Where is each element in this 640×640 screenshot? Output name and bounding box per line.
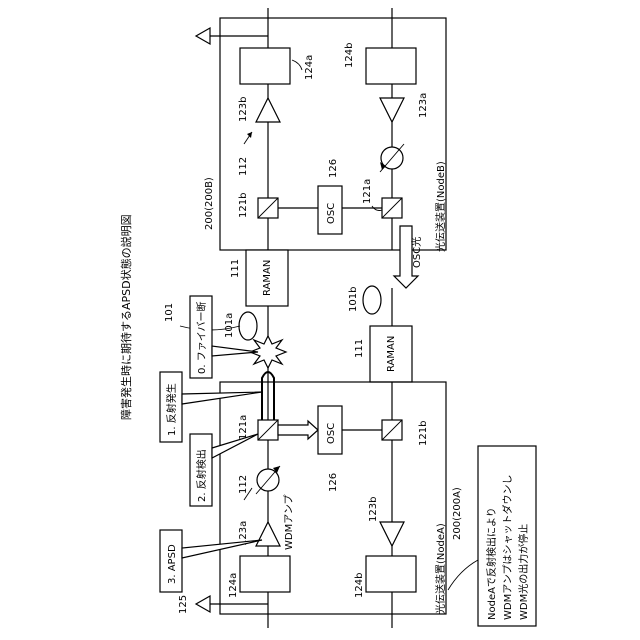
note-line-2: WDMアンプはシャットダウンし <box>501 474 514 620</box>
node-a-box-right-label: 124b <box>354 573 365 598</box>
node-b-amp-123a <box>380 98 404 122</box>
node-a-box-124a <box>240 556 290 592</box>
node-a-amp-right-label: 123b <box>368 497 379 522</box>
node-a-wdm-amp-label: WDMアンプ <box>283 494 295 550</box>
raman-bottom-label: RAMAN <box>386 336 397 372</box>
node-a-id: 200(200A) <box>452 487 463 540</box>
fiber-101a <box>239 312 257 340</box>
node-b-box-124a <box>240 48 290 84</box>
node-a-coupler-right-label: 121b <box>418 421 429 446</box>
node-b-coupler-right-label: 121a <box>362 179 373 204</box>
node-a-amp-123b <box>380 522 404 546</box>
node-b-osc-label: OSC <box>326 203 337 224</box>
node-a-coupler-left-label: 121a <box>238 415 249 440</box>
node-a-box-124b <box>366 556 416 592</box>
step-3-label: 3. APSD <box>167 544 178 584</box>
node-b-antenna <box>196 28 210 44</box>
step-2-label: 2. 反射検出 <box>195 449 208 502</box>
fiber-ref: 101 <box>164 303 175 322</box>
node-a: 121a 121b OSC 126 112 123a 123b WDMアンプ 1… <box>178 370 463 628</box>
node-b: 124a 124b 123b 123a 112 121b 121a OSC 12… <box>196 8 447 288</box>
note-line-1: NodeAで反射検出により <box>485 507 498 620</box>
node-b-coupler-left-label: 121b <box>238 193 249 218</box>
node-b-osc-ref: 126 <box>328 159 339 178</box>
step-0-label: 0. ファイバー断 <box>195 301 208 374</box>
node-b-amp-123b <box>256 98 280 122</box>
fiber-101b <box>363 286 381 314</box>
fiber-101a-label: 101a <box>224 313 235 338</box>
node-a-caption: 光伝送装置(NodeA) <box>434 523 447 614</box>
diagram-title: 障害発生時に期待するAPSD状態の説明図 <box>119 214 133 420</box>
osc-detect-arrow <box>278 421 318 439</box>
node-a-osc-ref: 126 <box>328 473 339 492</box>
node-b-amp-left-label: 123b <box>238 97 249 122</box>
node-a-box-left-label: 124a <box>228 573 239 598</box>
osc-light-label: OSC光 <box>410 237 423 268</box>
step-1-label: 1. 反射発生 <box>165 383 178 436</box>
raman-bottom-ref: 111 <box>354 339 365 358</box>
node-b-box-124b <box>366 48 416 84</box>
node-a-arrow-ref: 112 <box>238 475 249 494</box>
node-b-arrow-ref: 112 <box>238 157 249 176</box>
node-a-amp-123a <box>256 522 280 546</box>
node-b-id: 200(200B) <box>204 177 215 230</box>
node-a-osc-label: OSC <box>326 423 337 444</box>
raman-top-ref: 111 <box>230 259 241 278</box>
fiber-101b-label: 101b <box>348 287 359 312</box>
node-b-caption: 光伝送装置(NodeB) <box>434 161 447 252</box>
raman-top-label: RAMAN <box>262 260 273 296</box>
antenna-ref: 125 <box>178 595 189 614</box>
node-a-antenna <box>196 596 210 612</box>
note-line-3: WDM光の出力が停止 <box>517 524 530 620</box>
node-b-amp-right-label: 123a <box>418 93 429 118</box>
node-b-box-left-label: 124a <box>304 55 315 80</box>
node-b-box-right-label: 124b <box>344 43 355 68</box>
